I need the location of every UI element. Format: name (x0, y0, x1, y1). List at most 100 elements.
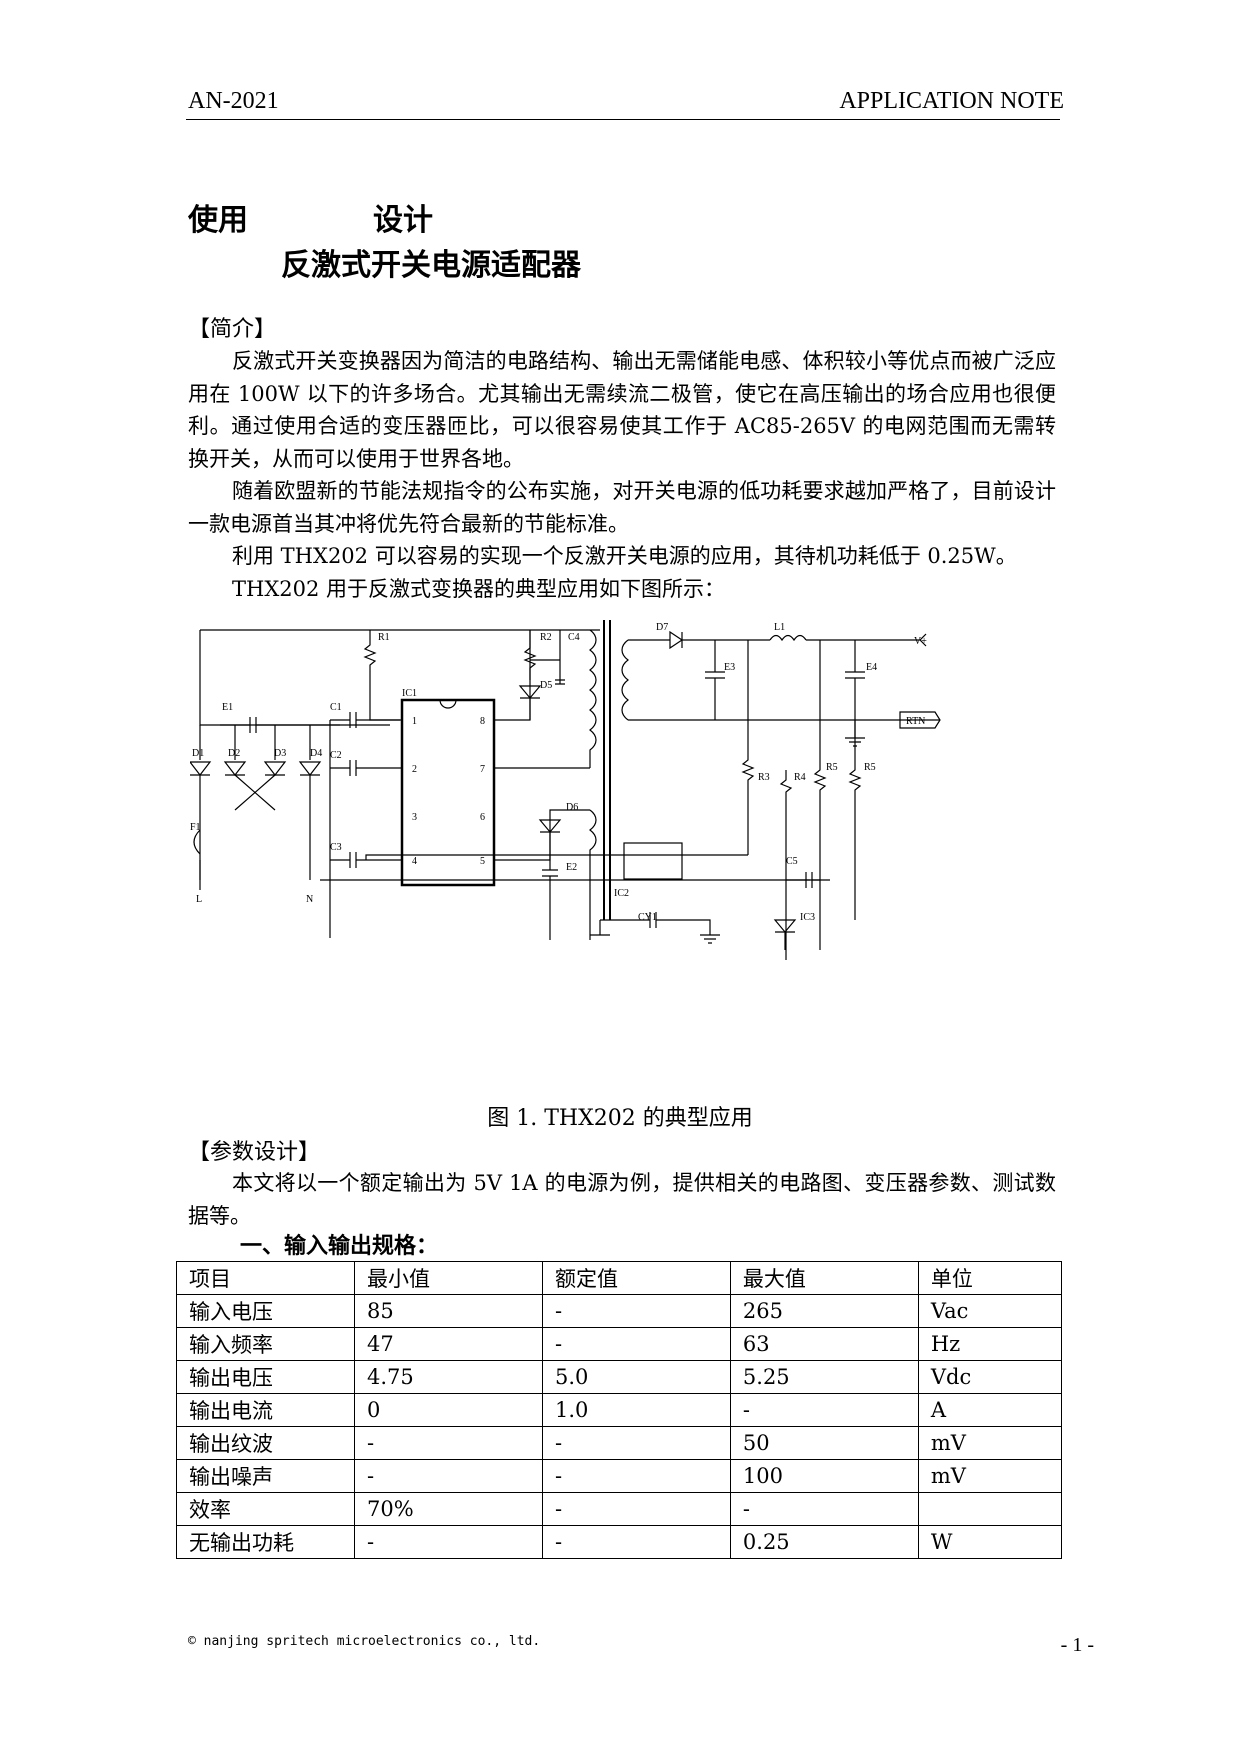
label-c4: C4 (568, 632, 580, 643)
label-rtn: RTN (906, 716, 925, 727)
label-c2: C2 (330, 750, 342, 761)
table-cell: - (541, 1525, 731, 1559)
pin-6: 6 (480, 812, 485, 823)
label-r3: R3 (758, 772, 770, 783)
label-n: N (306, 894, 313, 905)
title-line-2: 反激式开关电源适配器 (281, 248, 581, 283)
table-header-row: 项目最小值额定值最大值单位 (176, 1261, 1063, 1295)
table-cell: 效率 (176, 1492, 355, 1526)
intro-paragraph: THX202 用于反激式变换器的典型应用如下图所示： (232, 576, 726, 601)
pin-8: 8 (480, 716, 485, 727)
params-heading: 【参数设计】 (188, 1140, 321, 1165)
table-cell: - (354, 1525, 543, 1559)
table-cell: - (541, 1459, 731, 1493)
label-d7: D7 (656, 622, 668, 633)
params-body: 本文将以一个额定输出为 5V 1A 的电源为例，提供相关的电路图、变压器参数、测… (188, 1167, 1056, 1232)
label-ic3: IC3 (800, 912, 815, 923)
table-cell: 输出电压 (176, 1360, 355, 1394)
table-cell: 项目 (176, 1261, 355, 1295)
label-r1: R1 (378, 632, 390, 643)
pin-1: 1 (412, 716, 417, 727)
label-e2: E2 (566, 862, 577, 873)
table-cell: 输入电压 (176, 1294, 355, 1328)
table-cell: - (541, 1327, 731, 1361)
label-r6: R5 (864, 762, 876, 773)
intro-heading: 【简介】 (188, 317, 277, 342)
pin-3: 3 (412, 812, 417, 823)
header-doc-type: APPLICATION NOTE (839, 88, 1064, 114)
table-cell: - (541, 1294, 731, 1328)
label-d4: D4 (310, 748, 322, 759)
label-cy1: CY1 (638, 912, 657, 923)
table-cell: 无输出功耗 (176, 1525, 355, 1559)
header-rule (186, 119, 1060, 120)
label-ic1: IC1 (402, 688, 417, 699)
table-cell: - (541, 1426, 731, 1460)
header-doc-id: AN-2021 (188, 88, 279, 114)
label-d2: D2 (228, 748, 240, 759)
table-cell: 单位 (917, 1261, 1063, 1295)
label-d3: D3 (274, 748, 286, 759)
table-cell: - (354, 1459, 543, 1493)
label-vplus: V+ (914, 636, 927, 647)
title-part-b: 设计 (373, 203, 433, 238)
table-cell: mV (917, 1426, 1063, 1460)
table-cell: 0.25 (729, 1525, 919, 1559)
label-l1: L1 (774, 622, 785, 633)
intro-paragraph: 随着欧盟新的节能法规指令的公布实施，对开关电源的低功耗要求越加严格了，目前设计一… (188, 479, 1056, 536)
table-cell: 1.0 (541, 1393, 731, 1427)
table-cell: 5.0 (541, 1360, 731, 1394)
table-cell: 70% (354, 1492, 543, 1526)
table-cell: 4.75 (354, 1360, 543, 1394)
label-e1: E1 (222, 702, 233, 713)
label-c3: C3 (330, 842, 342, 853)
table-cell: 输出电流 (176, 1393, 355, 1427)
label-e4: E4 (866, 662, 877, 673)
label-l: L (196, 894, 202, 905)
footer-company: © nanjing spritech microelectronics co.,… (188, 1634, 540, 1649)
table-cell: Hz (917, 1327, 1063, 1361)
table-cell: 最小值 (354, 1261, 543, 1295)
circuit-diagram: R1 R2 C4 D5 D7 L1 E3 E4 V+ RTN IC1 E1 C1… (190, 620, 941, 960)
pin-2: 2 (412, 764, 417, 775)
table-cell: 47 (354, 1327, 543, 1361)
label-r2: R2 (540, 632, 552, 643)
table-cell: 265 (729, 1294, 919, 1328)
table-cell: 输出纹波 (176, 1426, 355, 1460)
table-cell: Vdc (917, 1360, 1063, 1394)
table-cell: W (917, 1525, 1063, 1559)
table-cell: - (354, 1426, 543, 1460)
title-part-a: 使用 (188, 203, 248, 238)
label-c1: C1 (330, 702, 342, 713)
table-cell: 0 (354, 1393, 543, 1427)
table-cell: - (541, 1492, 731, 1526)
table-cell: 100 (729, 1459, 919, 1493)
figure-caption: 图 1. THX202 的典型应用 (487, 1106, 753, 1131)
intro-paragraph: 反激式开关变换器因为简洁的电路结构、输出无需储能电感、体积较小等优点而被广泛应用… (188, 349, 1056, 471)
table-cell: 5.25 (729, 1360, 919, 1394)
table-cell: Vac (917, 1294, 1063, 1328)
params-paragraph: 本文将以一个额定输出为 5V 1A 的电源为例，提供相关的电路图、变压器参数、测… (188, 1171, 1056, 1228)
pin-5: 5 (480, 856, 485, 867)
title-line-1: 使用 设计 (188, 195, 433, 239)
table-cell: mV (917, 1459, 1063, 1493)
label-d6: D6 (566, 802, 578, 813)
label-e3: E3 (724, 662, 735, 673)
page-number: - 1 - (1060, 1634, 1094, 1656)
table-cell: 额定值 (541, 1261, 731, 1295)
label-c5: C5 (786, 856, 798, 867)
spec-subheading: 一、输入输出规格： (240, 1234, 439, 1259)
label-d5: D5 (540, 680, 552, 691)
table-cell: 63 (729, 1327, 919, 1361)
label-r4: R4 (794, 772, 806, 783)
label-ic2: IC2 (614, 888, 629, 899)
copyright-icon: © (188, 1634, 196, 1649)
